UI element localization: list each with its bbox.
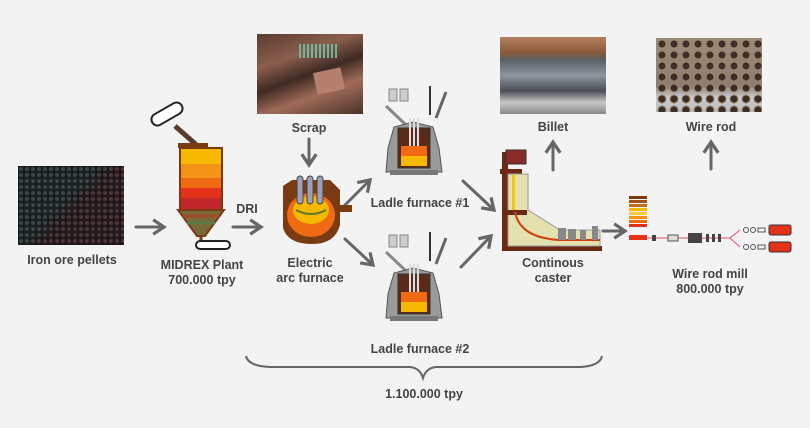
midrex-capacity: 700.000 tpy [168, 273, 236, 287]
caster-label-line1: Continous [522, 256, 584, 270]
electric-arc-furnace-icon [282, 175, 352, 244]
ladle-furnace-2-icon [384, 232, 448, 321]
caster-label-line2: caster [534, 271, 572, 285]
scrap-label: Scrap [291, 121, 327, 135]
arrow-eaf-to-ladle2 [343, 237, 376, 267]
billet-label: Billet [537, 120, 569, 134]
wire-rod-mill-label: Wire rod mill [672, 267, 748, 281]
midrex-plant-label: MIDREX Plant [160, 258, 244, 272]
scrap-photo [257, 34, 363, 114]
eaf-label-line2: arc furnace [276, 271, 344, 285]
dri-label: DRI [236, 202, 258, 216]
wire-rod-mill-icon [629, 196, 792, 253]
arrow-ladle1-to-caster [461, 179, 497, 212]
meltshop-brace [245, 355, 603, 382]
arrow-eaf-to-ladle1 [340, 177, 373, 210]
wire-rod-photo [656, 38, 762, 112]
wire-rod-mill-capacity: 800.000 tpy [676, 282, 744, 296]
eaf-label-line1: Electric [287, 256, 333, 270]
ladle-furnace-2-label: Ladle furnace #2 [370, 342, 470, 356]
wire-rod-label: Wire rod [685, 120, 737, 134]
meltshop-capacity-label: 1.100.000 tpy [385, 387, 463, 401]
continuous-caster-icon [500, 149, 602, 251]
iron-ore-pellets-label: Iron ore pellets [27, 253, 117, 267]
iron-ore-pellets-photo [18, 166, 124, 245]
billet-photo [500, 37, 606, 114]
ladle-furnace-1-label: Ladle furnace #1 [370, 196, 470, 210]
midrex-plant-icon [150, 101, 231, 250]
arrow-ladle2-to-caster [459, 233, 494, 269]
ladle-furnace-1-icon [384, 86, 448, 175]
